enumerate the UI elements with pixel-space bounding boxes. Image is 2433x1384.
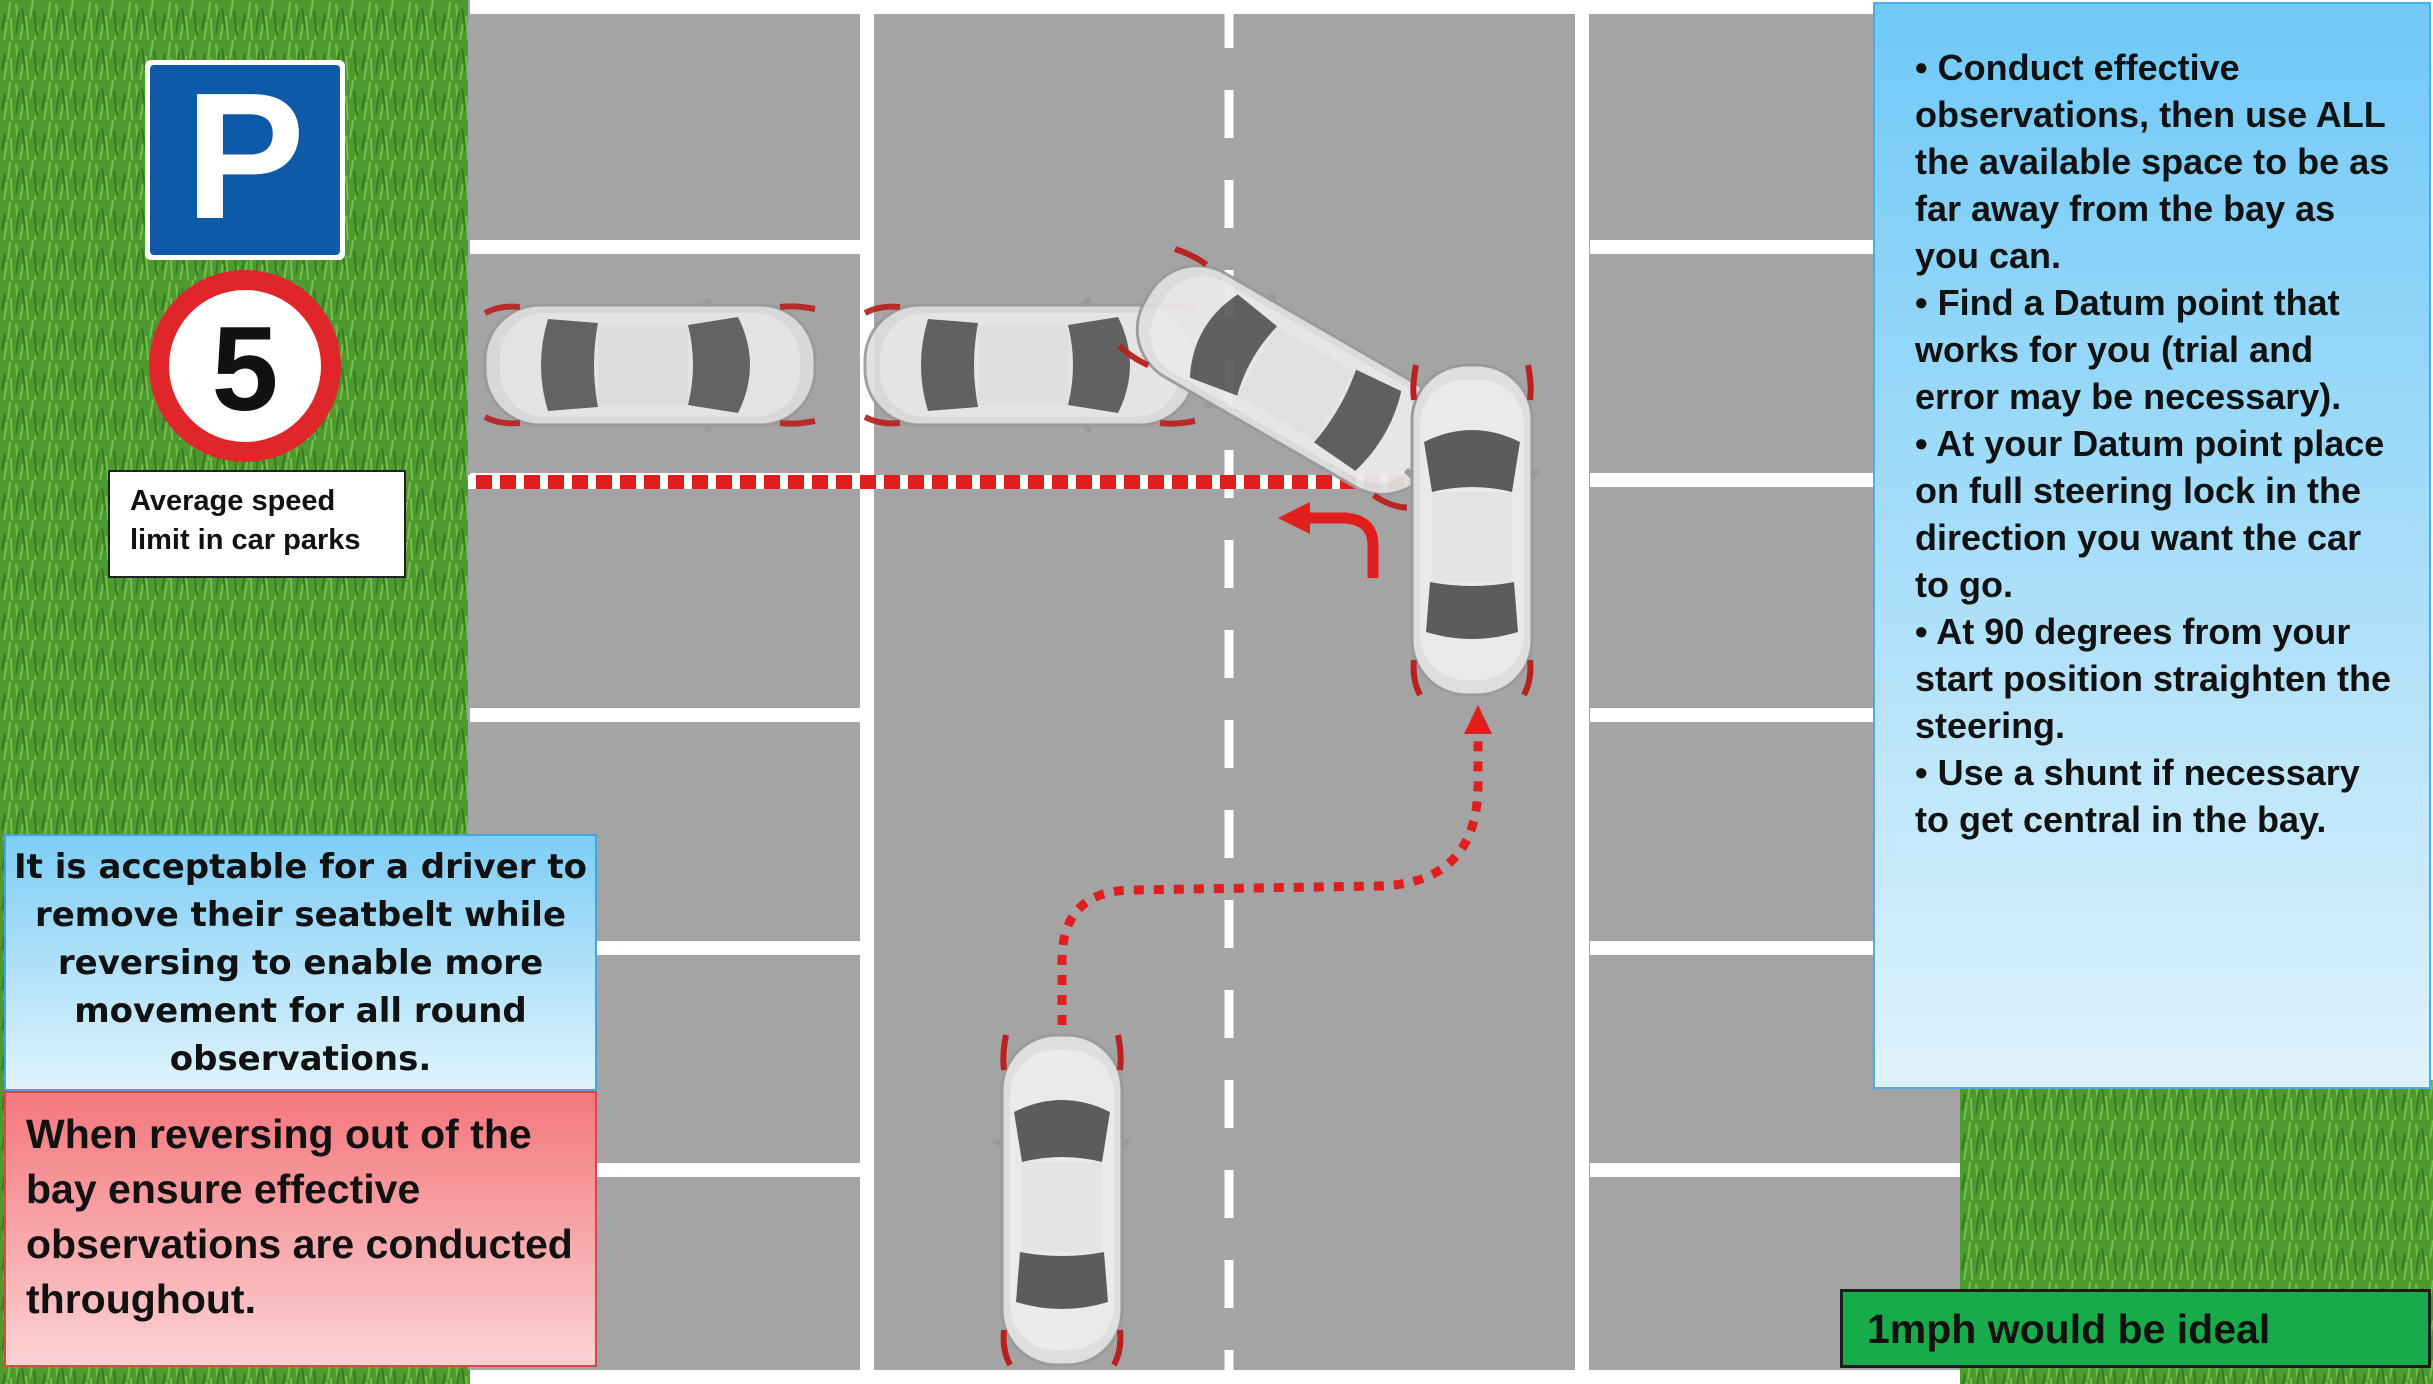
car-ghost-1 <box>485 299 815 431</box>
step-5: • Use a shunt if necessary to get centra… <box>1915 752 2360 840</box>
seatbelt-note-text: It is acceptable for a driver to remove … <box>14 846 587 1079</box>
seatbelt-note-box: It is acceptable for a driver to remove … <box>4 834 597 1091</box>
steering-arrow-icon <box>1300 512 1379 578</box>
step-2: • Find a Datum point that works for you … <box>1915 282 2342 417</box>
parking-sign-icon: P <box>145 56 345 260</box>
steering-arrow-head-icon <box>1278 502 1310 534</box>
step-4: • At 90 degrees from your start position… <box>1915 611 2392 746</box>
reversing-note-box: When reversing out of the bay ensure eff… <box>4 1091 597 1367</box>
ideal-speed-box: 1mph would be ideal <box>1840 1289 2431 1368</box>
speed-caption-text: Average speed limit in car parks <box>130 485 361 556</box>
step-3: • At your Datum point place on full stee… <box>1915 423 2385 605</box>
step-1: • Conduct effective observations, then u… <box>1915 47 2390 276</box>
parking-sign-letter: P <box>185 56 305 257</box>
speed-caption-box: Average speed limit in car parks <box>108 470 406 578</box>
reversing-path-dotted <box>1057 725 1483 1025</box>
speed-limit-5-sign-icon: 5 <box>149 270 341 462</box>
path-arrow-icon <box>1464 705 1492 734</box>
instruction-steps-box: • Conduct effective observations, then u… <box>1873 2 2431 1089</box>
reversing-note-text: When reversing out of the bay ensure eff… <box>26 1111 573 1322</box>
car-parked <box>1406 365 1538 695</box>
speed-limit-number: 5 <box>212 302 279 436</box>
ideal-speed-text: 1mph would be ideal <box>1867 1306 2271 1352</box>
car-start <box>996 1035 1128 1365</box>
tarmac <box>468 0 1960 1370</box>
